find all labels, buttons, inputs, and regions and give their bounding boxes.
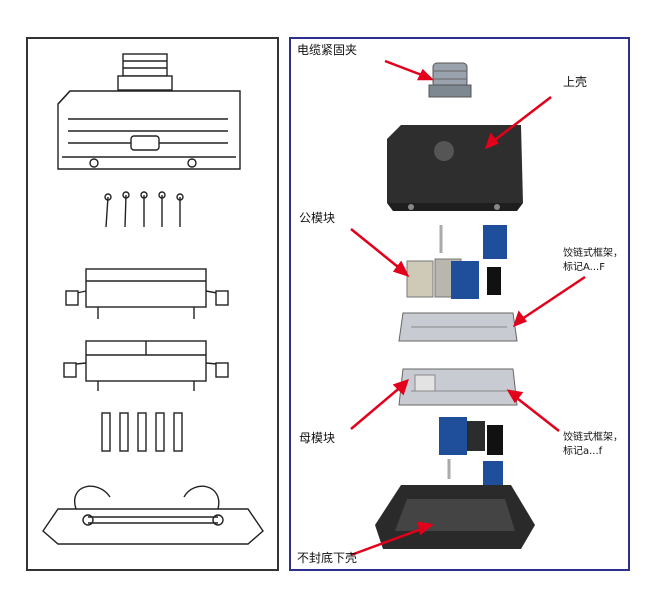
drawn-male-pins bbox=[104, 191, 184, 228]
arrow-lower-frame bbox=[512, 394, 560, 432]
line-drawing-panel bbox=[26, 37, 279, 571]
label-upper-hinged-frame-line2: 标记A...F bbox=[563, 262, 605, 273]
photo-exploded-illustration bbox=[350, 59, 586, 557]
arrow-upper-frame bbox=[518, 275, 586, 323]
label-lower-hinged-frame-line1: 饺链式框架， bbox=[563, 432, 623, 443]
label-upper-hinged-frame-line1: 饺链式框架， bbox=[563, 248, 623, 259]
drawn-male-insert bbox=[65, 268, 229, 319]
arrow-lower-housing bbox=[350, 525, 428, 557]
drawn-female-insert bbox=[63, 340, 229, 391]
upper-hinged-frame-part bbox=[398, 312, 518, 342]
label-male-module: 公模块 bbox=[299, 211, 336, 225]
lower-hinged-frame-part bbox=[398, 368, 518, 406]
label-lower-housing: 不封底下壳 bbox=[297, 551, 358, 565]
arrow-female-module bbox=[350, 384, 404, 430]
arrow-upper-housing bbox=[490, 96, 552, 144]
drawn-female-contacts bbox=[101, 412, 183, 452]
drawn-base-housing bbox=[42, 485, 264, 545]
line-drawing-illustration bbox=[42, 53, 264, 545]
label-cable-gland: 电缆紧固夹 bbox=[297, 43, 358, 57]
female-modules-part bbox=[439, 417, 503, 489]
arrow-male-module bbox=[350, 228, 404, 272]
upper-housing-part bbox=[387, 125, 523, 211]
drawn-upper-hood bbox=[57, 90, 241, 170]
label-lower-hinged-frame-line2: 标记a...f bbox=[563, 446, 603, 457]
label-upper-housing: 上壳 bbox=[563, 75, 588, 89]
photo-exploded-panel: 电缆紧固夹 上壳 公模块 饺链式框架， 标记A...F 母模块 饺链式框架， 标… bbox=[289, 37, 630, 571]
male-modules-part bbox=[406, 225, 507, 299]
cable-gland-part bbox=[428, 62, 472, 98]
lower-housing-part bbox=[375, 485, 535, 549]
label-female-module: 母模块 bbox=[299, 431, 336, 445]
drawn-cable-gland bbox=[117, 53, 173, 91]
